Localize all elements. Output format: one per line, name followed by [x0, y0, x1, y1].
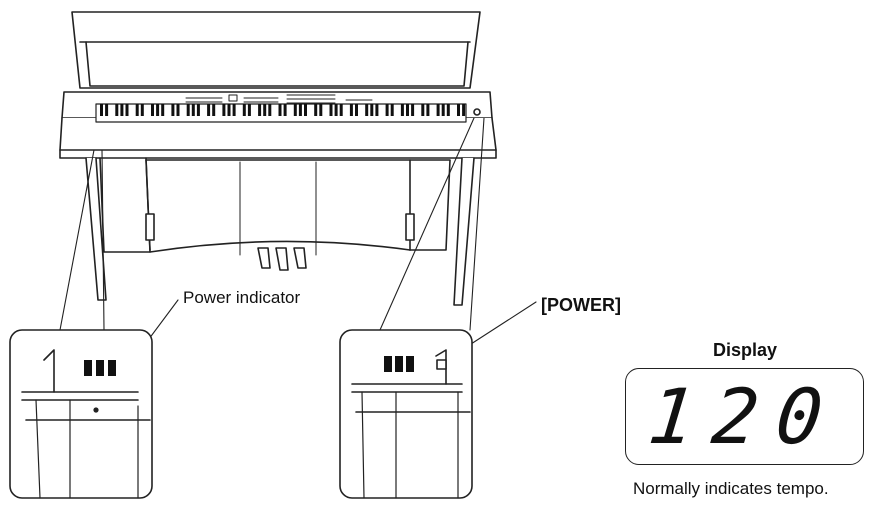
black-key: [457, 104, 460, 116]
display-caption: Normally indicates tempo.: [633, 479, 829, 498]
black-key: [411, 104, 415, 116]
black-key: [278, 104, 282, 116]
black-key: [242, 104, 246, 116]
black-key: [120, 104, 124, 116]
left-inset: [9, 329, 153, 499]
keyboard: [95, 103, 467, 123]
control-panel: [185, 94, 373, 104]
black-key: [161, 104, 165, 116]
black-key: [329, 104, 333, 116]
black-key: [263, 104, 267, 116]
black-key: [395, 356, 403, 372]
black-key: [365, 104, 369, 116]
black-key: [355, 104, 358, 116]
power-button-small: [473, 108, 481, 116]
black-key: [151, 104, 154, 116]
black-key: [247, 104, 251, 116]
black-key: [334, 104, 338, 116]
piano-legs: [85, 157, 475, 306]
black-key: [441, 104, 445, 116]
black-key: [100, 104, 103, 116]
black-key: [135, 104, 139, 116]
black-key: [186, 104, 190, 116]
display-value: 120: [644, 372, 845, 461]
black-key: [349, 104, 353, 116]
black-key: [156, 104, 160, 116]
black-key: [406, 356, 414, 372]
black-key: [96, 360, 104, 376]
pedals: [257, 247, 307, 271]
black-key: [421, 104, 425, 116]
black-key: [258, 104, 262, 116]
power-button-label: [POWER]: [541, 295, 621, 315]
black-key: [390, 104, 394, 116]
black-key: [222, 104, 226, 116]
black-key: [283, 104, 287, 116]
power-indicator-label: Power indicator: [183, 288, 301, 307]
black-key: [293, 104, 297, 116]
black-key: [298, 104, 302, 116]
black-key: [140, 104, 144, 116]
black-key: [339, 104, 343, 116]
black-key: [304, 104, 307, 116]
display-panel: 120: [625, 368, 864, 465]
black-key: [268, 104, 272, 116]
black-key: [370, 104, 374, 116]
black-key: [105, 104, 109, 116]
black-key: [462, 104, 466, 116]
black-key: [314, 104, 318, 116]
black-key: [446, 104, 450, 116]
black-key: [171, 104, 175, 116]
black-key: [176, 104, 180, 116]
black-key: [115, 104, 119, 116]
piano-body: [99, 157, 451, 256]
black-key: [196, 104, 200, 116]
right-inset: [339, 329, 473, 499]
black-key: [207, 104, 211, 116]
display-label: Display: [713, 340, 778, 360]
black-key: [108, 360, 116, 376]
black-key: [232, 104, 236, 116]
black-key: [84, 360, 92, 376]
black-key: [375, 104, 379, 116]
black-key: [406, 104, 409, 116]
black-key: [319, 104, 323, 116]
black-key: [212, 104, 216, 116]
black-key: [384, 356, 392, 372]
black-key: [227, 104, 231, 116]
black-key: [125, 104, 129, 116]
black-key: [400, 104, 404, 116]
black-key: [436, 104, 440, 116]
music-rest: [71, 11, 481, 89]
black-key: [426, 104, 430, 116]
black-key: [191, 104, 195, 116]
black-key: [385, 104, 389, 116]
